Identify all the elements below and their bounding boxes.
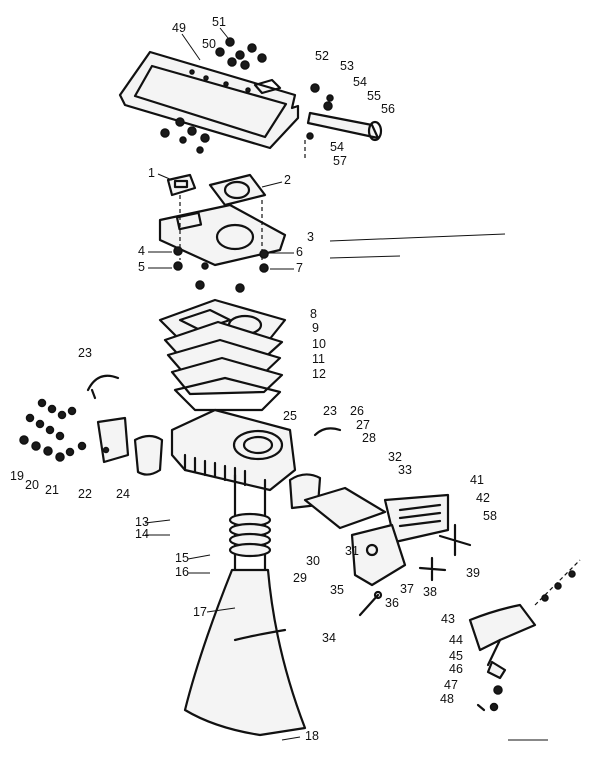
callout-21: 21 [45, 483, 59, 497]
callout-55: 55 [367, 89, 381, 103]
callout-13: 13 [135, 515, 149, 529]
reference-lines [329, 233, 548, 741]
left-nut-array [19, 398, 87, 462]
callout-19: 19 [10, 469, 24, 483]
callout-38: 38 [423, 585, 437, 599]
adapter-nuts [173, 246, 269, 293]
callout-17: 17 [193, 605, 207, 619]
callout-24: 24 [116, 487, 130, 501]
callout-5: 5 [138, 260, 145, 274]
exhaust-shield [133, 434, 164, 476]
callout-15: 15 [175, 551, 189, 565]
callout-1: 1 [148, 166, 155, 180]
shift-bracket [303, 486, 387, 530]
callout-7: 7 [296, 261, 303, 275]
callout-22: 22 [78, 487, 92, 501]
midsection-housing [170, 408, 297, 492]
callout-51: 51 [212, 15, 226, 29]
callout-30: 30 [306, 554, 320, 568]
callout-leaders [144, 27, 301, 741]
callout-29: 29 [293, 571, 307, 585]
callout-49: 49 [172, 21, 186, 35]
callout-53: 53 [340, 59, 354, 73]
callout-56: 56 [381, 102, 395, 116]
thumb-screw [358, 590, 383, 617]
spring-clip [86, 374, 120, 400]
callout-23-right: 23 [323, 404, 337, 418]
steering-bracket-frame [118, 50, 300, 150]
callout-34: 34 [322, 631, 336, 645]
callout-44: 44 [449, 633, 463, 647]
callout-54: 54 [353, 75, 367, 89]
callout-23-left: 23 [78, 346, 92, 360]
gasket-plate-top [208, 173, 267, 207]
callout-47: 47 [444, 678, 458, 692]
tiller-handle [304, 111, 383, 158]
callout-57: 57 [333, 154, 347, 168]
callout-37: 37 [400, 582, 414, 596]
wing-screw [418, 523, 472, 582]
callout-9: 9 [312, 321, 319, 335]
callout-20: 20 [25, 478, 39, 492]
driveshaft-tube [228, 473, 272, 572]
callout-41: 41 [470, 473, 484, 487]
callout-6: 6 [296, 245, 303, 259]
bracket-bolts [160, 37, 334, 154]
callout-43: 43 [441, 612, 455, 626]
water-tube-clip [313, 427, 342, 437]
callout-3: 3 [307, 230, 314, 244]
callout-2: 2 [284, 173, 291, 187]
callout-18: 18 [305, 729, 319, 743]
callout-50: 50 [202, 37, 216, 51]
callout-labels: 51 49 50 52 53 54 55 56 54 57 1 2 3 4 5 … [10, 15, 497, 743]
callout-8: 8 [310, 307, 317, 321]
adapter-plate [158, 195, 287, 267]
lower-leg-housing [183, 568, 307, 737]
callout-26: 26 [350, 404, 364, 418]
mount-bracket-left [96, 416, 130, 464]
callout-14: 14 [135, 527, 149, 541]
callout-58: 58 [483, 509, 497, 523]
callout-11: 11 [312, 352, 325, 366]
callout-25: 25 [283, 409, 297, 423]
callout-42: 42 [476, 491, 490, 505]
callout-36: 36 [385, 596, 399, 610]
callout-31: 31 [345, 544, 359, 558]
callout-48: 48 [440, 692, 454, 706]
callout-10: 10 [312, 337, 326, 351]
callout-16: 16 [175, 565, 189, 579]
cover-plate [166, 173, 197, 197]
tilt-pin-assembly [468, 559, 581, 712]
callout-35: 35 [330, 583, 344, 597]
callout-46: 46 [449, 662, 463, 676]
callout-32: 32 [388, 450, 402, 464]
callout-28: 28 [362, 431, 376, 445]
gasket-stack [158, 298, 287, 412]
callout-27: 27 [356, 418, 370, 432]
callout-45: 45 [449, 649, 463, 663]
callout-12: 12 [312, 367, 326, 381]
swivel-plate [350, 523, 407, 587]
callout-33: 33 [398, 463, 412, 477]
callout-52: 52 [315, 49, 329, 63]
callout-39: 39 [466, 566, 480, 580]
callout-54: 54 [330, 140, 344, 154]
callout-4: 4 [138, 244, 145, 258]
